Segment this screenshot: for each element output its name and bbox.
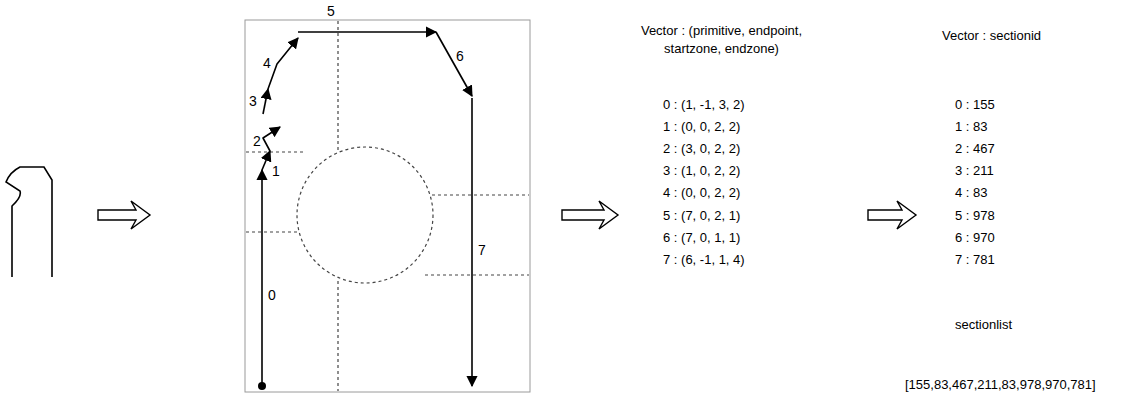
vector-entry: 5 : (7, 0, 2, 1) (663, 207, 740, 225)
frame (245, 20, 530, 392)
zone-guides (246, 21, 529, 391)
stroke-number: 0 (268, 286, 276, 304)
section-id-entry: 6 : 970 (955, 229, 995, 247)
stroke-segments (262, 32, 472, 386)
stroke-number: 2 (253, 132, 261, 150)
vector-entry: 1 : (0, 0, 2, 2) (663, 118, 740, 136)
hollow-arrow (98, 201, 150, 229)
vector-entry: 7 : (6, -1, 1, 4) (663, 251, 745, 269)
hollow-arrow (562, 201, 618, 229)
stroke-number: 1 (272, 162, 280, 180)
section-list: [155,83,467,211,83,978,970,781] (905, 376, 1096, 394)
stroke-number: 3 (249, 92, 257, 110)
stroke-number: 7 (478, 241, 486, 259)
glyph-outline (6, 167, 52, 277)
hollow-arrow (868, 201, 916, 229)
stroke-number: 5 (327, 2, 335, 20)
vector-heading: Vector : sectionid (942, 27, 1041, 45)
vector-entry: 4 : (0, 0, 2, 2) (663, 184, 740, 202)
section-id-entry: 2 : 467 (955, 140, 995, 158)
vector-entry: 6 : (7, 0, 1, 1) (663, 229, 740, 247)
stroke-number: 6 (456, 47, 464, 65)
list-heading: sectionlist (955, 316, 1012, 334)
section-id-entry: 5 : 978 (955, 207, 995, 225)
vector-heading: Vector : (primitive, endpoint, startzone… (626, 22, 817, 58)
start-dot (258, 382, 266, 390)
vector-entry: 3 : (1, 0, 2, 2) (663, 162, 740, 180)
section-id-entry: 0 : 155 (955, 96, 995, 114)
section-id-entry: 7 : 781 (955, 251, 995, 269)
section-id-entry: 3 : 211 (955, 162, 994, 180)
section-id-entry: 1 : 83 (955, 118, 988, 136)
vector-entry: 0 : (1, -1, 3, 2) (663, 96, 745, 114)
vector-entry: 2 : (3, 0, 2, 2) (663, 140, 740, 158)
section-id-entry: 4 : 83 (955, 184, 988, 202)
stroke-number: 4 (263, 54, 271, 72)
